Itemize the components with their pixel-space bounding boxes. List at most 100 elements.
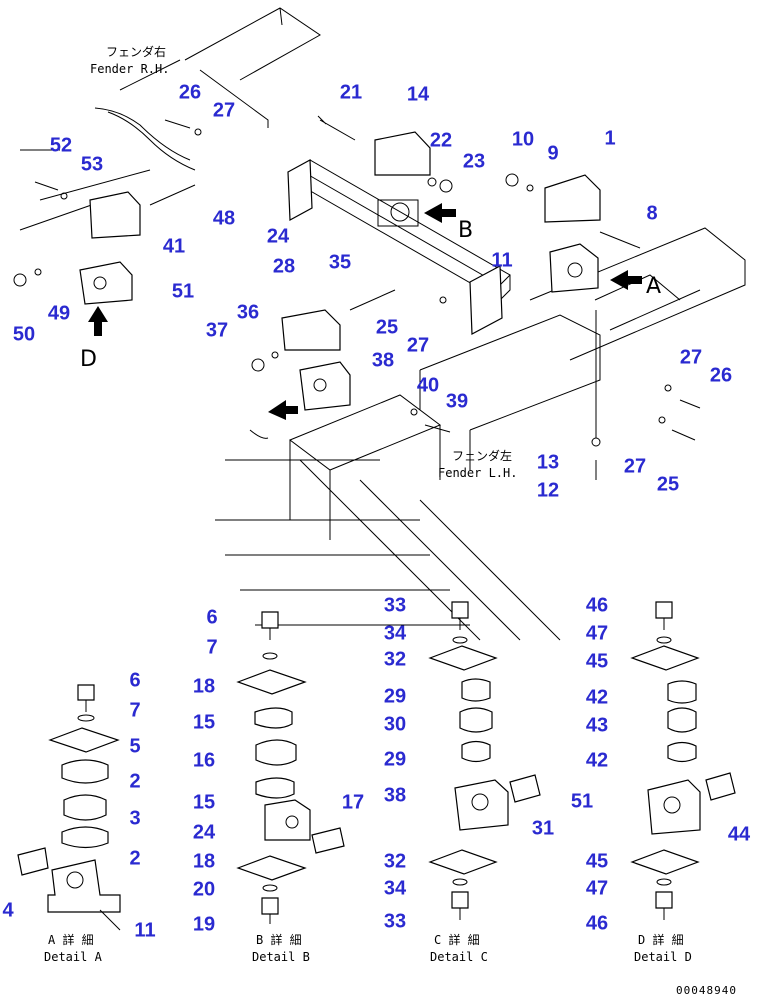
callout-24: 24 bbox=[193, 821, 216, 843]
bolt-48 bbox=[149, 184, 196, 206]
callout-7: 7 bbox=[206, 636, 217, 658]
detail-c-jp: C 詳 細 bbox=[434, 932, 480, 947]
washer-53 bbox=[60, 192, 68, 200]
callout-18: 18 bbox=[193, 850, 215, 872]
callout-10: 10 bbox=[512, 128, 534, 150]
callout-33: 33 bbox=[384, 910, 406, 932]
callout-18: 18 bbox=[193, 675, 215, 697]
mount-24-detail bbox=[264, 799, 311, 841]
callout-51: 51 bbox=[172, 280, 194, 302]
bracket-1 bbox=[544, 174, 601, 223]
mount-51-detail bbox=[647, 779, 701, 835]
callout-50: 50 bbox=[13, 323, 35, 345]
callout-46: 46 bbox=[586, 912, 608, 934]
callout-5: 5 bbox=[129, 735, 140, 757]
callout-27: 27 bbox=[680, 346, 702, 368]
callout-49: 49 bbox=[48, 302, 70, 324]
callout-6: 6 bbox=[129, 669, 140, 691]
bolt-21 bbox=[317, 115, 356, 141]
callout-29: 29 bbox=[384, 685, 406, 707]
view-arrow-c bbox=[268, 400, 298, 420]
callout-7: 7 bbox=[129, 699, 140, 721]
view-label-d: D bbox=[80, 347, 97, 372]
callout-32: 32 bbox=[384, 850, 406, 872]
callout-21: 21 bbox=[340, 81, 362, 103]
callout-27: 27 bbox=[407, 334, 429, 356]
detail-a-en: Detail A bbox=[44, 950, 103, 964]
callout-6: 6 bbox=[206, 606, 217, 628]
callout-26: 26 bbox=[710, 364, 732, 386]
nut-37 bbox=[251, 358, 265, 372]
fender-lh-jp-label: フェンダ左 bbox=[452, 448, 512, 463]
mount-38 bbox=[299, 361, 351, 411]
callout-31: 31 bbox=[532, 817, 554, 839]
coupling-31 bbox=[509, 774, 541, 803]
callout-22: 22 bbox=[430, 129, 452, 151]
callout-44: 44 bbox=[728, 823, 751, 845]
fender-rh-jp-label: フェンダ右 bbox=[106, 44, 166, 59]
callout-38: 38 bbox=[384, 784, 406, 806]
washer-27c bbox=[664, 384, 672, 392]
callout-11: 11 bbox=[134, 919, 155, 941]
washer-36 bbox=[271, 351, 279, 359]
callout-32: 32 bbox=[384, 648, 406, 670]
callout-2: 2 bbox=[129, 847, 140, 869]
bolt-39 bbox=[424, 424, 451, 433]
main-frame bbox=[529, 227, 746, 361]
bolt-26b bbox=[679, 399, 701, 409]
callout-9: 9 bbox=[547, 142, 558, 164]
callout-35: 35 bbox=[329, 251, 351, 273]
callout-48: 48 bbox=[213, 207, 235, 229]
coupling-4 bbox=[17, 847, 49, 876]
fender-lh-en-label: Fender L.H. bbox=[438, 466, 517, 480]
coupling-44 bbox=[705, 772, 736, 801]
view-label-b: B bbox=[458, 218, 473, 243]
callout-20: 20 bbox=[193, 878, 215, 900]
washer-27d bbox=[658, 416, 666, 424]
callout-24: 24 bbox=[267, 225, 290, 247]
callout-47: 47 bbox=[586, 877, 608, 899]
callout-11: 11 bbox=[491, 249, 512, 271]
callout-28: 28 bbox=[273, 255, 295, 277]
callout-36: 36 bbox=[237, 301, 259, 323]
callout-29: 29 bbox=[384, 748, 406, 770]
bolt-35 bbox=[349, 289, 396, 311]
washer-9 bbox=[526, 184, 534, 192]
detail-a-jp: A 詳 細 bbox=[48, 932, 94, 947]
detail-c-en: Detail C bbox=[430, 950, 488, 964]
fender-rh-en-label: Fender R.H. bbox=[90, 62, 169, 76]
washer-27a bbox=[194, 128, 202, 136]
detail-a bbox=[17, 684, 121, 931]
callout-1: 1 bbox=[604, 127, 615, 149]
detail-c bbox=[428, 601, 541, 920]
mount-11-detail bbox=[47, 859, 121, 913]
fender-lh-outline bbox=[288, 394, 442, 540]
mount-11 bbox=[549, 243, 599, 293]
callout-23: 23 bbox=[463, 150, 485, 172]
callout-45: 45 bbox=[586, 850, 608, 872]
detail-d bbox=[630, 601, 736, 920]
callout-34: 34 bbox=[384, 877, 407, 899]
callout-34: 34 bbox=[384, 622, 407, 644]
callout-40: 40 bbox=[417, 374, 439, 396]
callout-26: 26 bbox=[179, 81, 201, 103]
callout-42: 42 bbox=[586, 749, 608, 771]
washer-49 bbox=[34, 268, 42, 276]
callout-27: 27 bbox=[624, 455, 646, 477]
nut-23 bbox=[439, 179, 453, 193]
callout-12: 12 bbox=[537, 479, 559, 501]
detail-b-en: Detail B bbox=[252, 950, 310, 964]
detail-b-jp: B 詳 細 bbox=[256, 932, 302, 947]
callout-38: 38 bbox=[372, 349, 394, 371]
callout-47: 47 bbox=[586, 622, 608, 644]
bolt-25b bbox=[671, 429, 696, 441]
detail-b bbox=[236, 611, 345, 924]
callout-53: 53 bbox=[81, 153, 103, 175]
callout-4: 4 bbox=[2, 899, 14, 921]
detail-d-en: Detail D bbox=[634, 950, 692, 964]
callout-2: 2 bbox=[129, 770, 140, 792]
callout-42: 42 bbox=[586, 686, 608, 708]
callout-15: 15 bbox=[193, 711, 215, 733]
